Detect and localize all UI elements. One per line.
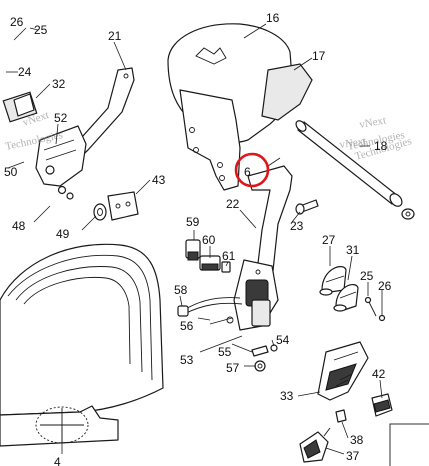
seat xyxy=(0,243,164,447)
callout-61: 61 xyxy=(222,249,236,263)
callout-49: 49 xyxy=(56,227,70,241)
callout-22: 22 xyxy=(226,197,240,211)
callout-25: 25 xyxy=(34,23,48,37)
spacer-and-plate xyxy=(93,191,139,221)
screws xyxy=(251,344,278,372)
callout-38: 38 xyxy=(350,433,364,447)
callout-25: 25 xyxy=(360,269,374,283)
callout-60: 60 xyxy=(202,233,216,247)
callout-52: 52 xyxy=(54,111,68,125)
callout-17: 17 xyxy=(312,49,326,63)
callout-32: 32 xyxy=(52,77,66,91)
callout-56: 56 xyxy=(180,319,194,333)
callout-57: 57 xyxy=(226,361,240,375)
wiring xyxy=(177,297,243,325)
callout-26: 26 xyxy=(10,15,24,29)
pedal-42 xyxy=(371,393,393,417)
callout-59: 59 xyxy=(186,215,200,229)
pedal-33 xyxy=(317,341,369,401)
watermark-vnext: vNext xyxy=(358,114,387,130)
callout-6: 6 xyxy=(244,165,251,179)
bolt-23 xyxy=(295,199,319,215)
callout-33: 33 xyxy=(280,389,294,403)
callout-55: 55 xyxy=(218,345,232,359)
callout-24: 24 xyxy=(18,65,32,79)
callout-50: 50 xyxy=(4,165,18,179)
left-assembly xyxy=(2,91,87,200)
leader-lines xyxy=(6,23,383,455)
callout-21: 21 xyxy=(108,29,122,43)
callout-37: 37 xyxy=(346,449,360,463)
rod xyxy=(295,120,415,220)
callout-43: 43 xyxy=(152,173,166,187)
right-screw xyxy=(364,296,386,322)
callout-23: 23 xyxy=(290,219,304,233)
callout-27: 27 xyxy=(322,233,336,247)
callout-58: 58 xyxy=(174,283,188,297)
callout-53: 53 xyxy=(180,353,194,367)
bracket-plate xyxy=(179,89,241,191)
callout-4: 4 xyxy=(54,455,61,466)
callout-26: 26 xyxy=(378,279,392,293)
callout-16: 16 xyxy=(266,11,280,25)
bracket-22 xyxy=(233,165,293,331)
callout-54: 54 xyxy=(276,333,290,347)
callout-42: 42 xyxy=(372,367,386,381)
callout-48: 48 xyxy=(12,219,26,233)
corner-panel xyxy=(389,423,429,466)
watermark-vnext-overlay: vNext xyxy=(339,135,367,151)
lever-37 xyxy=(299,409,347,463)
callout-31: 31 xyxy=(346,243,360,257)
grips xyxy=(319,266,359,312)
callout-labels: 26 25 21 16 17 24 32 52 50 6 18 43 48 49… xyxy=(4,11,392,466)
callout-18: 18 xyxy=(374,139,388,153)
highlight-circle xyxy=(234,152,270,188)
